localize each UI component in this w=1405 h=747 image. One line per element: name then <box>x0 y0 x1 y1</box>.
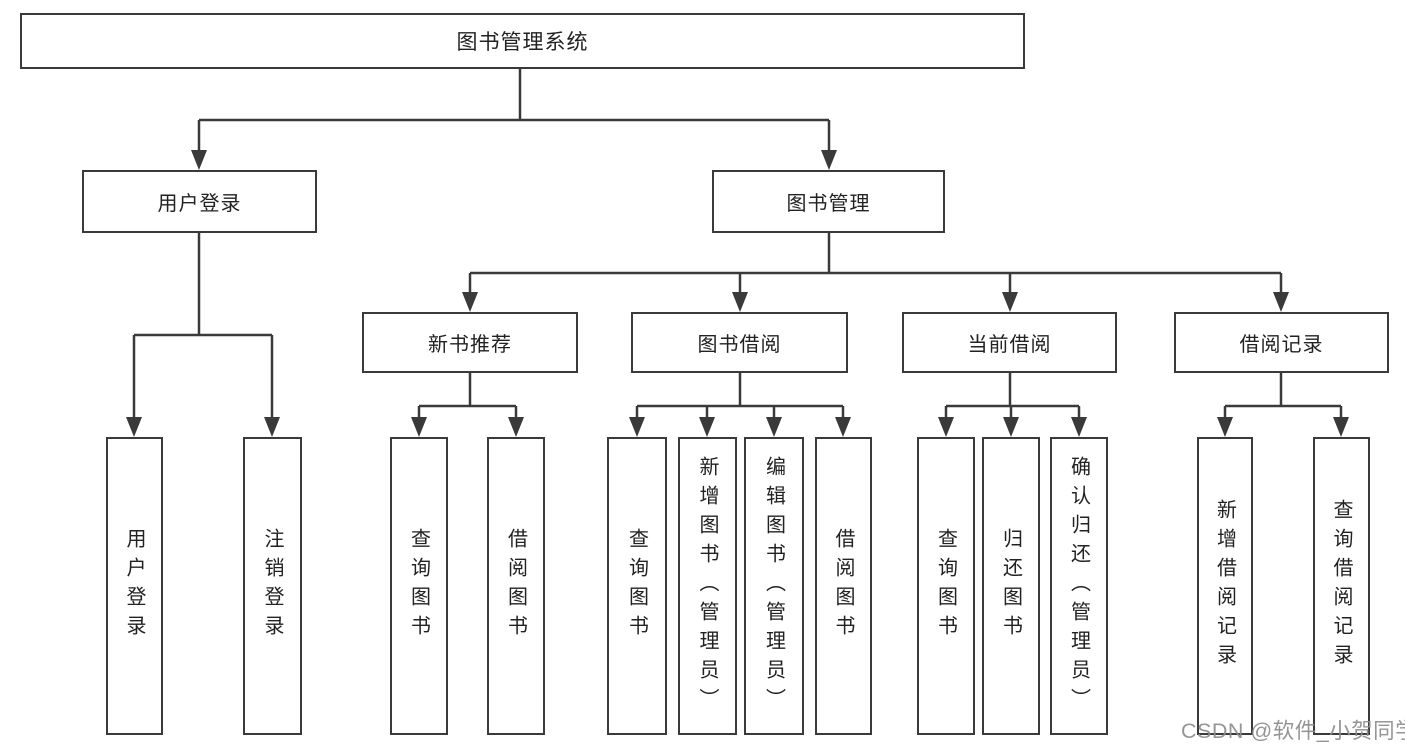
node-bb-add-books-label: 新增图书（管理员） <box>696 455 718 717</box>
arrowhead-icon <box>821 150 837 170</box>
arrowhead-icon <box>1002 292 1018 312</box>
node-borrow-record: 借阅记录 <box>1174 312 1389 373</box>
node-bb-borrow-books-label: 借阅图书 <box>832 528 854 644</box>
node-user-login-label: 用户登录 <box>157 193 242 215</box>
arrowhead-icon <box>126 417 142 437</box>
node-bb-borrow-books: 借阅图书 <box>815 437 872 735</box>
connector-root <box>191 69 837 170</box>
node-nb-query-books: 查询图书 <box>390 437 448 735</box>
node-root-label: 图书管理系统 <box>456 31 589 54</box>
arrowhead-icon <box>1273 292 1289 312</box>
node-new-book-rec: 新书推荐 <box>362 312 578 373</box>
arrowhead-icon <box>699 417 715 437</box>
arrowhead-icon <box>1333 417 1349 437</box>
node-current-borrow-label: 当前借阅 <box>967 334 1052 356</box>
node-nb-query-books-label: 查询图书 <box>407 528 430 644</box>
node-nb-borrow-books: 借阅图书 <box>487 437 545 735</box>
node-logout-label: 注销登录 <box>261 528 283 644</box>
arrowhead-icon <box>264 417 280 437</box>
arrowhead-icon <box>766 417 782 437</box>
node-cb-query-books: 查询图书 <box>917 437 975 735</box>
node-cb-return-books: 归还图书 <box>982 437 1040 735</box>
node-br-query-record: 查询借阅记录 <box>1313 437 1370 735</box>
connector-book-mgmt <box>462 233 1289 312</box>
node-book-mgmt: 图书管理 <box>712 170 945 233</box>
node-bb-edit-books-label: 编辑图书（管理员） <box>762 455 785 717</box>
arrowhead-icon <box>462 292 478 312</box>
arrowhead-icon <box>1217 417 1233 437</box>
node-bb-add-books: 新增图书（管理员） <box>678 437 737 735</box>
node-cb-return-books-label: 归还图书 <box>999 528 1022 644</box>
connector-borrow-record <box>1217 373 1349 437</box>
node-cb-confirm-return: 确认归还（管理员） <box>1050 437 1108 735</box>
node-book-borrow: 图书借阅 <box>631 312 848 373</box>
arrowhead-icon <box>835 417 851 437</box>
node-cb-query-books-label: 查询图书 <box>934 528 957 644</box>
node-br-add-record: 新增借阅记录 <box>1197 437 1253 735</box>
node-br-query-record-label: 查询借阅记录 <box>1330 499 1352 673</box>
arrowhead-icon <box>411 417 427 437</box>
node-book-mgmt-label: 图书管理 <box>786 193 871 215</box>
node-bb-query-books: 查询图书 <box>607 437 667 735</box>
arrowhead-icon <box>629 417 645 437</box>
node-bb-query-books-label: 查询图书 <box>625 528 648 644</box>
node-borrow-record-label: 借阅记录 <box>1239 334 1324 356</box>
node-user-login-action-label: 用户登录 <box>123 528 145 644</box>
arrowhead-icon <box>732 292 748 312</box>
node-root: 图书管理系统 <box>20 13 1025 69</box>
connector-new-book-rec <box>411 373 524 437</box>
node-user-login-action: 用户登录 <box>106 437 163 735</box>
node-cb-confirm-return-label: 确认归还（管理员） <box>1067 455 1090 717</box>
node-user-login: 用户登录 <box>82 170 317 233</box>
csdn-watermark: CSDN @软件_小贺同学 <box>1181 719 1405 743</box>
node-nb-borrow-books-label: 借阅图书 <box>504 528 527 644</box>
arrowhead-icon <box>1003 417 1019 437</box>
node-logout: 注销登录 <box>243 437 302 735</box>
node-book-borrow-label: 图书借阅 <box>697 334 782 356</box>
arrowhead-icon <box>508 417 524 437</box>
arrowhead-icon <box>938 417 954 437</box>
node-current-borrow: 当前借阅 <box>902 312 1117 373</box>
connector-current-borrow <box>938 373 1087 437</box>
connector-user-login <box>126 233 280 437</box>
node-br-add-record-label: 新增借阅记录 <box>1213 499 1236 673</box>
node-bb-edit-books: 编辑图书（管理员） <box>744 437 804 735</box>
node-new-book-rec-label: 新书推荐 <box>428 334 512 356</box>
connector-book-borrow <box>629 373 851 437</box>
arrowhead-icon <box>191 150 207 170</box>
arrowhead-icon <box>1071 417 1087 437</box>
